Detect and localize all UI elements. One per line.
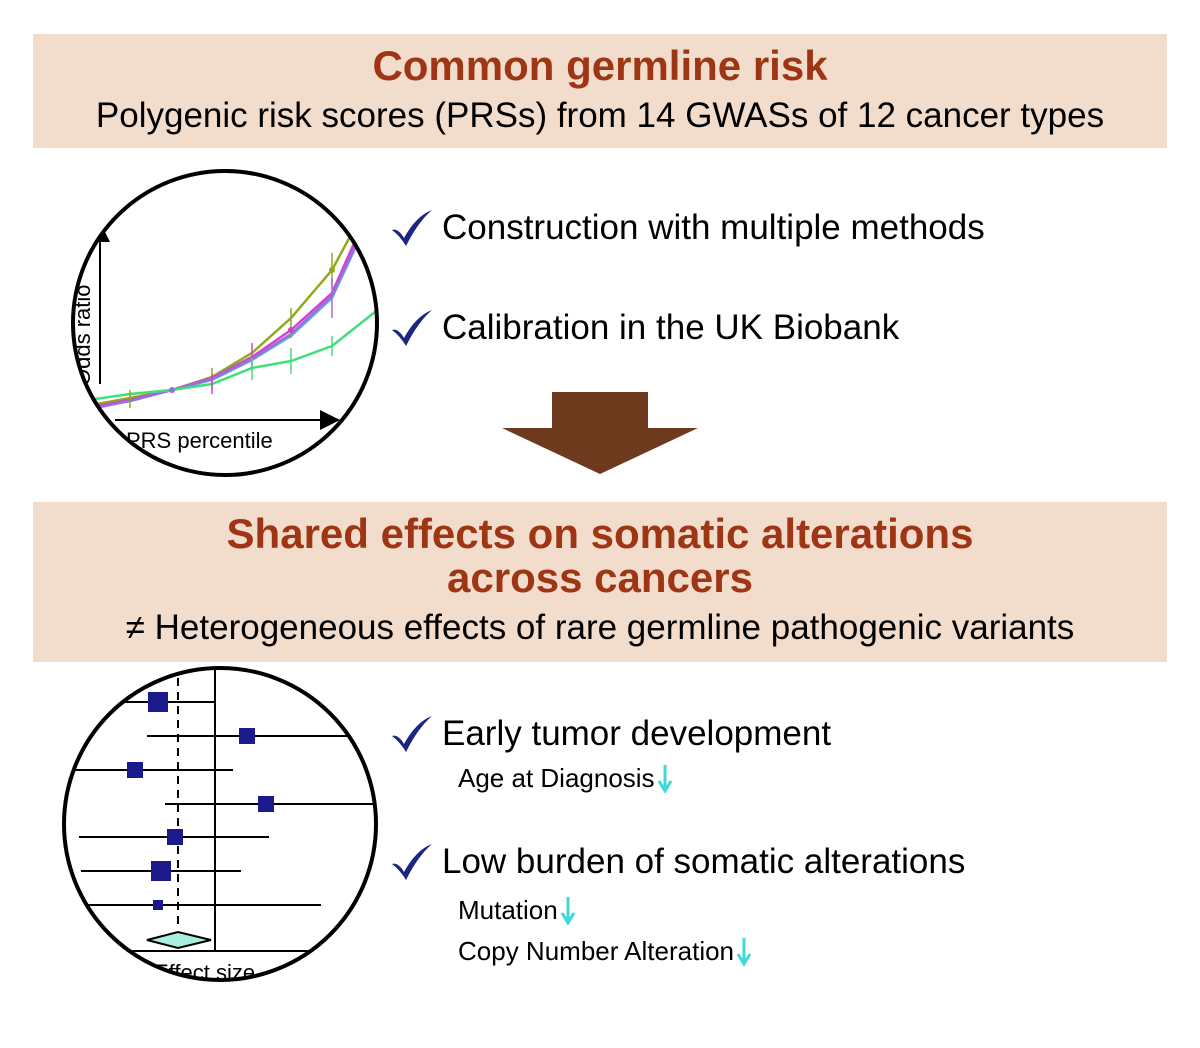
sub-item-label: Mutation — [458, 895, 558, 925]
check-label: Low burden of somatic alterations — [442, 842, 966, 881]
down-arrow-icon — [560, 897, 576, 925]
data-point — [329, 267, 335, 273]
bottom-panel-subtitle: ≠ Heterogeneous effects of rare germline… — [125, 608, 1075, 647]
check-item-calibration: Calibration in the UK Biobank — [390, 308, 899, 348]
checkmark-icon — [392, 844, 432, 880]
prs-curve-green — [74, 307, 377, 404]
bottom-panel-title-line1: Shared effects on somatic alterations — [226, 510, 974, 557]
prs-curve-blue — [74, 237, 362, 413]
effect-square — [148, 692, 168, 712]
data-point — [169, 387, 175, 393]
big-down-arrow-icon — [502, 392, 698, 474]
effect-square — [153, 900, 163, 910]
effect-square — [167, 829, 183, 845]
effect-square — [151, 861, 171, 881]
sub-item-label: Age at Diagnosis — [458, 763, 655, 793]
down-arrow-icon — [657, 765, 672, 793]
sub-item-copy-number-alteration: Copy Number Alteration — [458, 936, 752, 966]
x-axis-label: PRS percentile — [126, 428, 273, 453]
bottom-header-panel: Shared effects on somatic alterations ac… — [33, 502, 1167, 662]
plot-circle-frame — [71, 169, 379, 477]
checkmark-icon — [392, 210, 432, 246]
check-label: Construction with multiple methods — [442, 208, 985, 247]
top-panel-title: Common germline risk — [372, 42, 828, 89]
effect-square — [258, 796, 274, 812]
check-label: Early tumor development — [442, 714, 832, 753]
effect-square — [127, 762, 143, 778]
effect-square — [239, 728, 255, 744]
pooled-diamond — [146, 930, 212, 950]
prs-curve-olive — [74, 217, 362, 410]
sub-item-age-at-diagnosis: Age at Diagnosis — [458, 763, 673, 793]
check-item-early-tumor: Early tumor development — [390, 714, 831, 754]
top-panel-subtitle: Polygenic risk scores (PRSs) from 14 GWA… — [95, 96, 1105, 135]
checkmark-icon — [392, 716, 432, 752]
down-arrow-icon — [736, 938, 752, 966]
check-item-construction: Construction with multiple methods — [390, 208, 985, 248]
prs-curve-purple — [74, 235, 362, 414]
check-item-low-burden: Low burden of somatic alterations — [390, 842, 965, 882]
check-label: Calibration in the UK Biobank — [442, 308, 900, 347]
sub-item-label: Copy Number Alteration — [458, 936, 735, 966]
bottom-panel-title-line2: across cancers — [447, 554, 753, 601]
forest-plot: Effect size — [62, 666, 378, 982]
prs-odds-ratio-plot: Odds ratio PRS percentile — [71, 169, 379, 477]
top-header-panel: Common germline risk Polygenic risk scor… — [33, 34, 1167, 148]
checkmark-icon — [392, 310, 432, 346]
data-point — [288, 327, 294, 333]
plot-circle-frame — [62, 666, 378, 982]
sub-item-mutation: Mutation — [458, 895, 576, 925]
